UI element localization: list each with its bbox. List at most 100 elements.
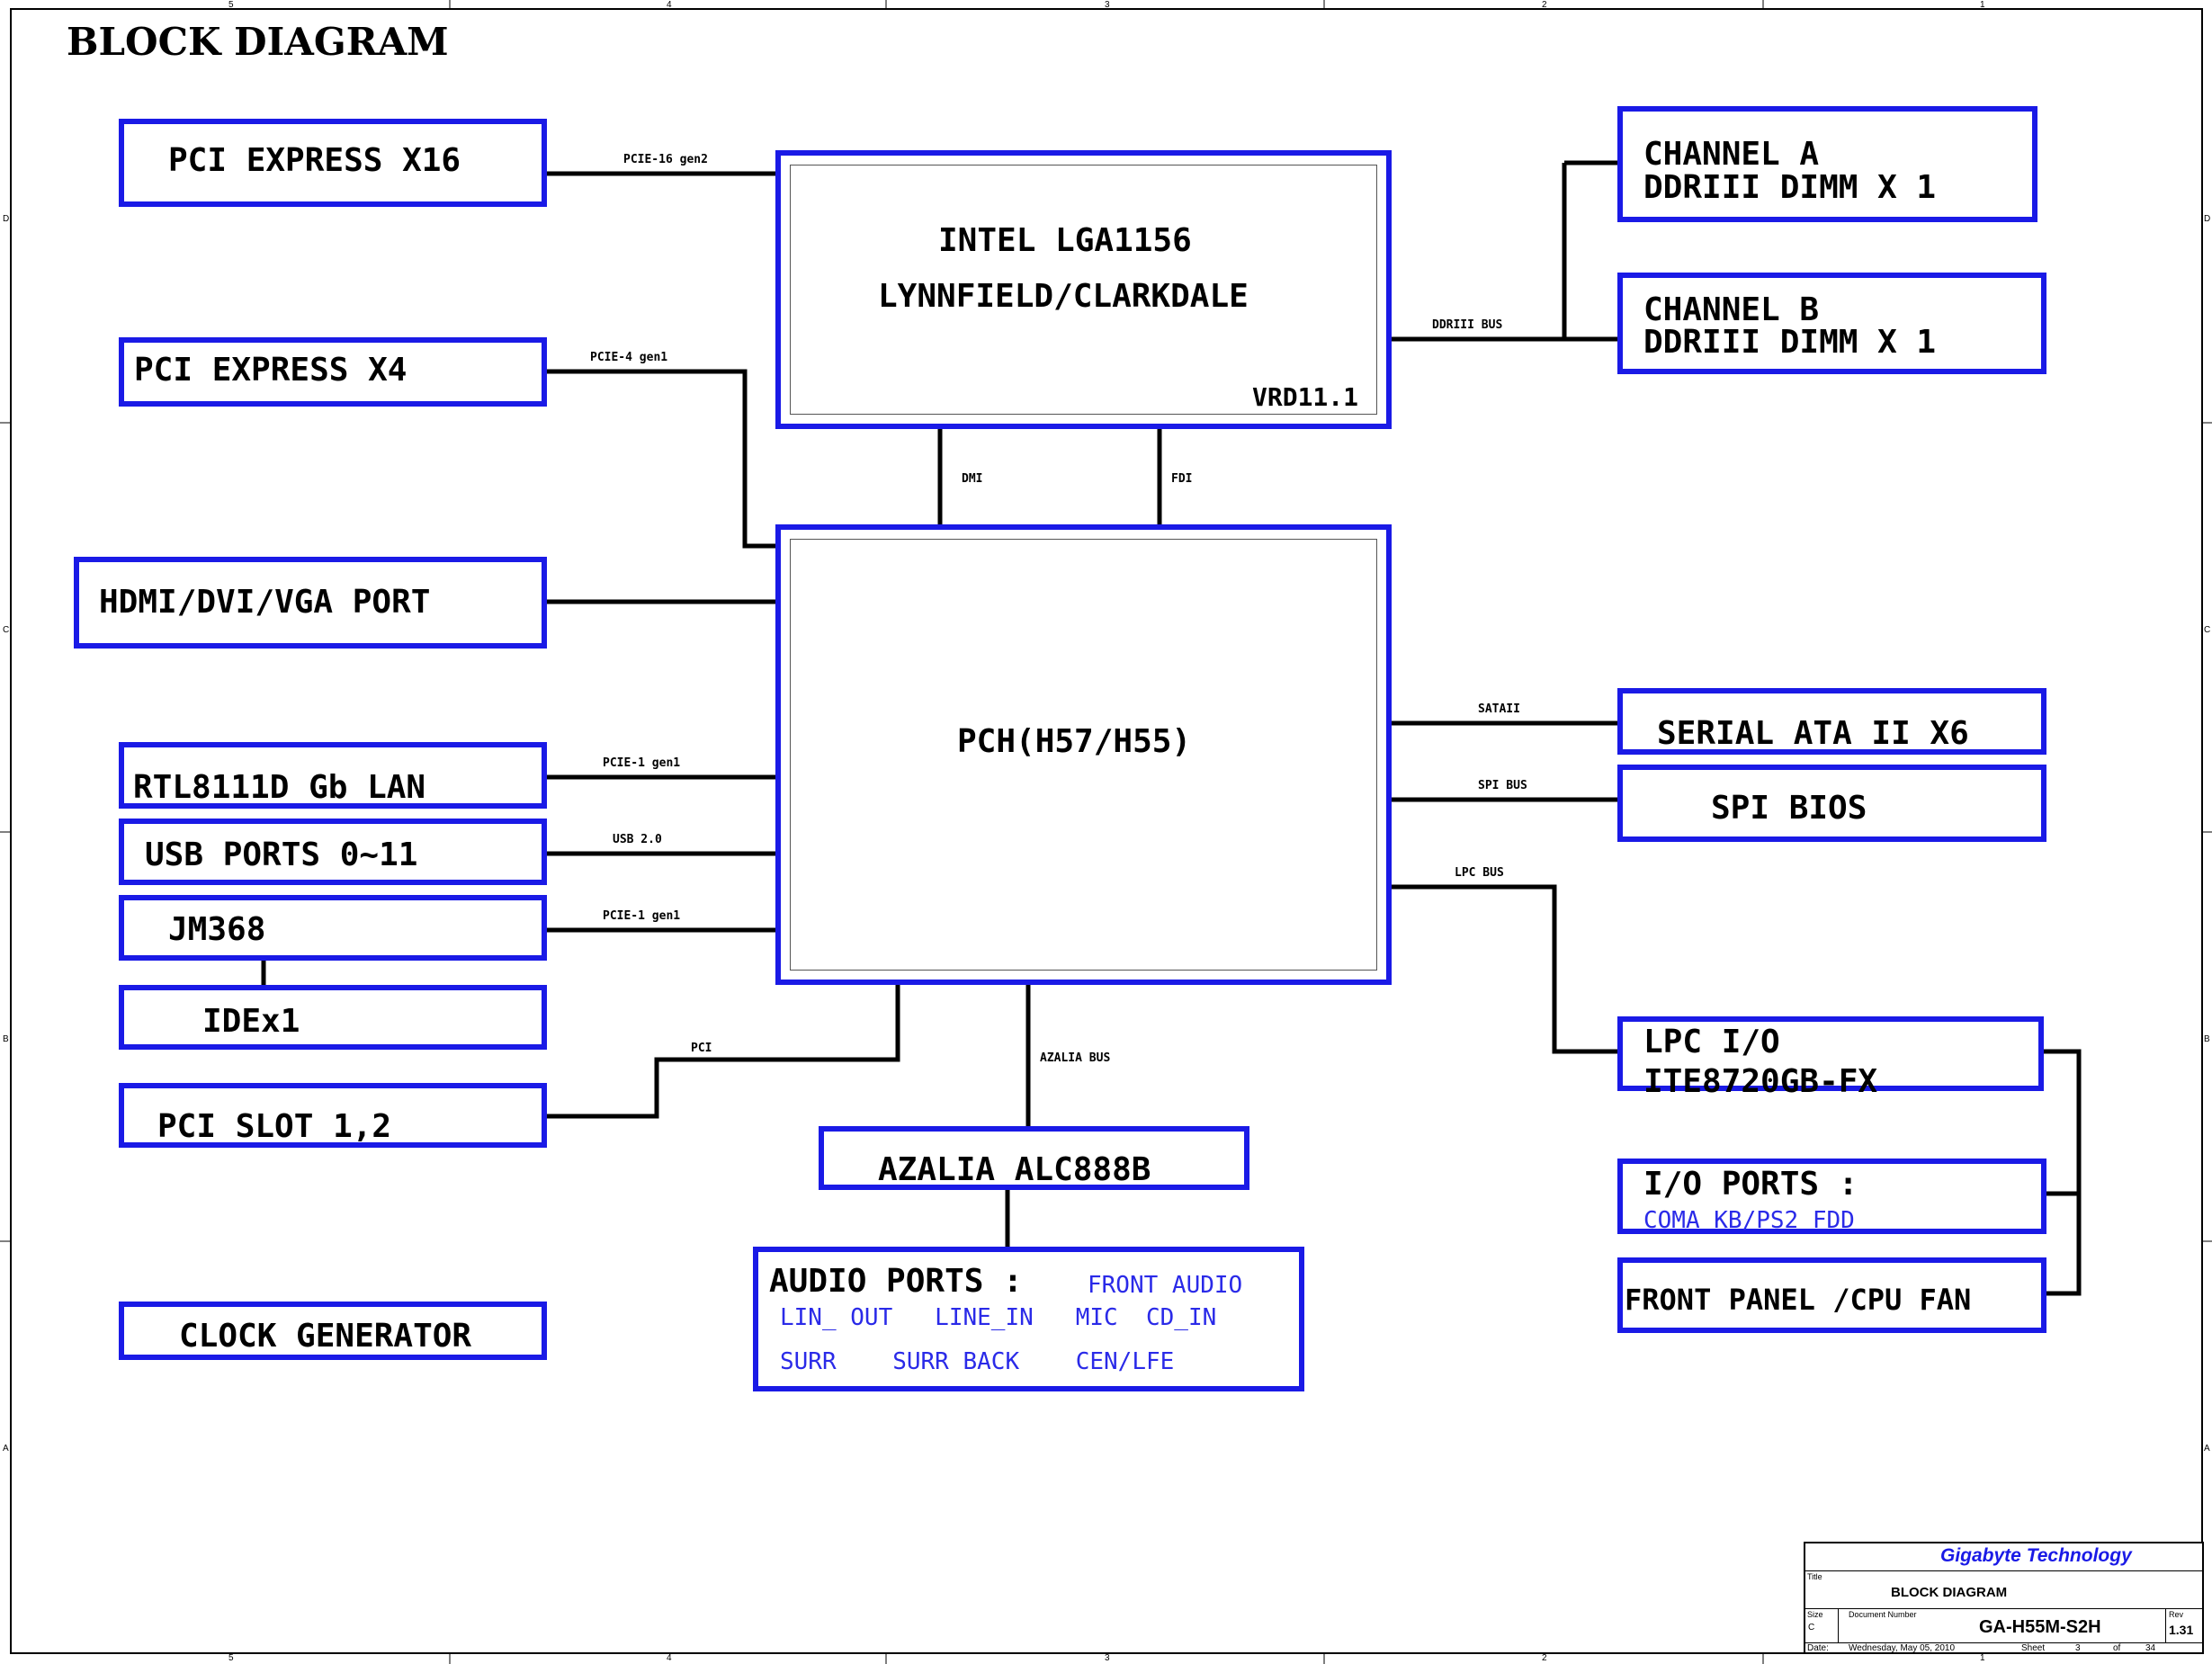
hdmi-label: HDMI/DVI/VGA PORT <box>99 584 431 621</box>
pci-slot-label: PCI SLOT 1,2 <box>157 1108 392 1145</box>
bus-label-dmi: DMI <box>962 472 983 486</box>
channel-a-block: CHANNEL A DDRIII DIMM X 1 <box>1617 106 2037 222</box>
size-field-label: Size <box>1807 1610 1823 1619</box>
row-marker-d-right: D <box>2204 214 2211 224</box>
pch-label: PCH(H57/H55) <box>957 723 1192 760</box>
front-panel-label: FRONT PANEL /CPU FAN <box>1625 1283 1972 1317</box>
rev-col-divider <box>2165 1608 2166 1642</box>
sheet-field-value: 3 <box>2075 1643 2081 1653</box>
date-field-value: Wednesday, May 05, 2010 <box>1849 1643 1956 1653</box>
col-marker-2: 2 <box>1542 0 1547 10</box>
of-field-label: of <box>2113 1643 2121 1653</box>
row-marker-b-right: B <box>2204 1034 2210 1044</box>
title-row-divider <box>1805 1570 2202 1571</box>
io-ports-title: I/O PORTS : <box>1643 1166 1858 1203</box>
sheet-field-label: Sheet <box>2021 1643 2046 1653</box>
row-marker-b: B <box>3 1034 9 1044</box>
pch-block: PCH(H57/H55) <box>775 524 1392 985</box>
title-field-value: BLOCK DIAGRAM <box>1891 1585 2008 1600</box>
wire-pcie4 <box>547 369 775 549</box>
audio-row-3: SURR SURR BACK CEN/LFE <box>780 1348 1175 1375</box>
col-marker-3: 3 <box>1105 0 1110 10</box>
cpu-inner-frame <box>790 165 1377 415</box>
col-marker-2-bottom: 2 <box>1542 1653 1547 1663</box>
title-block: Gigabyte Technology Title BLOCK DIAGRAM … <box>1804 1542 2204 1654</box>
lan-label: RTL8111D Gb LAN <box>133 769 426 806</box>
col-marker-5: 5 <box>228 0 234 10</box>
row-marker-a: A <box>3 1444 9 1454</box>
pcie-x16-block: PCI EXPRESS X16 <box>119 119 547 207</box>
bus-label-pcie4: PCIE-4 gen1 <box>590 351 668 364</box>
docnum-row-divider <box>1805 1608 2202 1609</box>
col-marker-5-bottom: 5 <box>228 1653 234 1663</box>
usb-label: USB PORTS 0~11 <box>145 836 418 873</box>
row-marker-a-right: A <box>2204 1444 2210 1454</box>
azalia-label: AZALIA ALC888B <box>878 1151 1151 1188</box>
date-field-label: Date: <box>1807 1643 1829 1653</box>
row-marker-c-right: C <box>2204 625 2211 635</box>
lpc-io-block: LPC I/O ITE8720GB-FX <box>1617 1016 2044 1100</box>
channel-b-title: CHANNEL B <box>1643 291 1820 328</box>
col-marker-1: 1 <box>1980 0 1985 10</box>
pcie-x4-label: PCI EXPRESS X4 <box>134 352 407 389</box>
channel-b-block: CHANNEL B DDRIII DIMM X 1 <box>1617 273 2046 374</box>
size-col-divider <box>1838 1608 1839 1642</box>
rev-field-value: 1.31 <box>2169 1623 2194 1637</box>
bus-label-spi: SPI BUS <box>1478 779 1527 792</box>
cpu-family: LYNNFIELD/CLARKDALE <box>878 278 1249 315</box>
channel-b-dimm: DDRIII DIMM X 1 <box>1643 324 1937 361</box>
ide-block: IDEx1 <box>119 985 547 1050</box>
wire-lpc <box>1392 884 1617 1054</box>
col-marker-4-bottom: 4 <box>667 1653 672 1663</box>
lan-block: RTL8111D Gb LAN <box>119 742 547 809</box>
bus-label-fdi: FDI <box>1171 472 1193 486</box>
jm368-label: JM368 <box>168 911 266 948</box>
pch-inner-frame <box>790 539 1377 971</box>
pcie-x4-block: PCI EXPRESS X4 <box>119 337 547 407</box>
spi-bios-block: SPI BIOS <box>1617 765 2046 842</box>
bus-label-lpc: LPC BUS <box>1455 866 1504 880</box>
bus-label-ddr: DDRIII BUS <box>1432 318 1503 332</box>
wire-pci <box>547 985 900 1119</box>
channel-a-dimm: DDRIII DIMM X 1 <box>1643 169 1937 206</box>
row-marker-d: D <box>3 214 10 224</box>
bus-label-usb: USB 2.0 <box>613 833 662 846</box>
pci-slot-block: PCI SLOT 1,2 <box>119 1083 547 1148</box>
rev-field-label: Rev <box>2169 1610 2184 1619</box>
cpu-model: INTEL LGA1156 <box>938 222 1192 259</box>
bus-label-lan: PCIE-1 gen1 <box>603 756 681 770</box>
io-ports-block: I/O PORTS : COMA KB/PS2 FDD <box>1617 1159 2046 1234</box>
lpc-io-title: LPC I/O <box>1643 1024 1780 1060</box>
audio-row-2: LIN_ OUT LINE_IN MIC CD_IN <box>780 1304 1217 1331</box>
sata-label: SERIAL ATA II X6 <box>1657 715 1969 752</box>
of-field-value: 34 <box>2145 1643 2156 1653</box>
page-title: BLOCK DIAGRAM <box>67 20 449 64</box>
clock-label: CLOCK GENERATOR <box>179 1318 472 1355</box>
bus-label-pci: PCI <box>691 1042 712 1055</box>
col-marker-1-bottom: 1 <box>1980 1653 1985 1663</box>
channel-a-title: CHANNEL A <box>1643 136 1820 173</box>
date-row-divider <box>1805 1642 2202 1643</box>
hdmi-block: HDMI/DVI/VGA PORT <box>74 557 547 649</box>
clock-block: CLOCK GENERATOR <box>119 1302 547 1360</box>
audio-ports-title: AUDIO PORTS : <box>769 1263 1023 1300</box>
azalia-block: AZALIA ALC888B <box>819 1126 1249 1190</box>
ide-label: IDEx1 <box>202 1003 300 1040</box>
front-panel-block: FRONT PANEL /CPU FAN <box>1617 1257 2046 1333</box>
row-marker-c: C <box>3 625 10 635</box>
docnum-field-label: Document Number <box>1849 1610 1917 1619</box>
col-marker-4: 4 <box>667 0 672 10</box>
bus-label-jm: PCIE-1 gen1 <box>603 909 681 923</box>
lpc-io-chip: ITE8720GB-FX <box>1643 1063 1878 1100</box>
spi-bios-label: SPI BIOS <box>1711 790 1867 827</box>
audio-ports-block: AUDIO PORTS : FRONT AUDIO LIN_ OUT LINE_… <box>753 1247 1304 1391</box>
bus-label-sata: SATAII <box>1478 702 1520 716</box>
docnum-field-value: GA-H55M-S2H <box>1979 1617 2101 1637</box>
bus-label-azalia: AZALIA BUS <box>1040 1051 1111 1065</box>
cpu-block: INTEL LGA1156 LYNNFIELD/CLARKDALE VRD11.… <box>775 150 1392 429</box>
jm368-block: JM368 <box>119 895 547 961</box>
io-ports-list: COMA KB/PS2 FDD <box>1643 1207 1855 1234</box>
